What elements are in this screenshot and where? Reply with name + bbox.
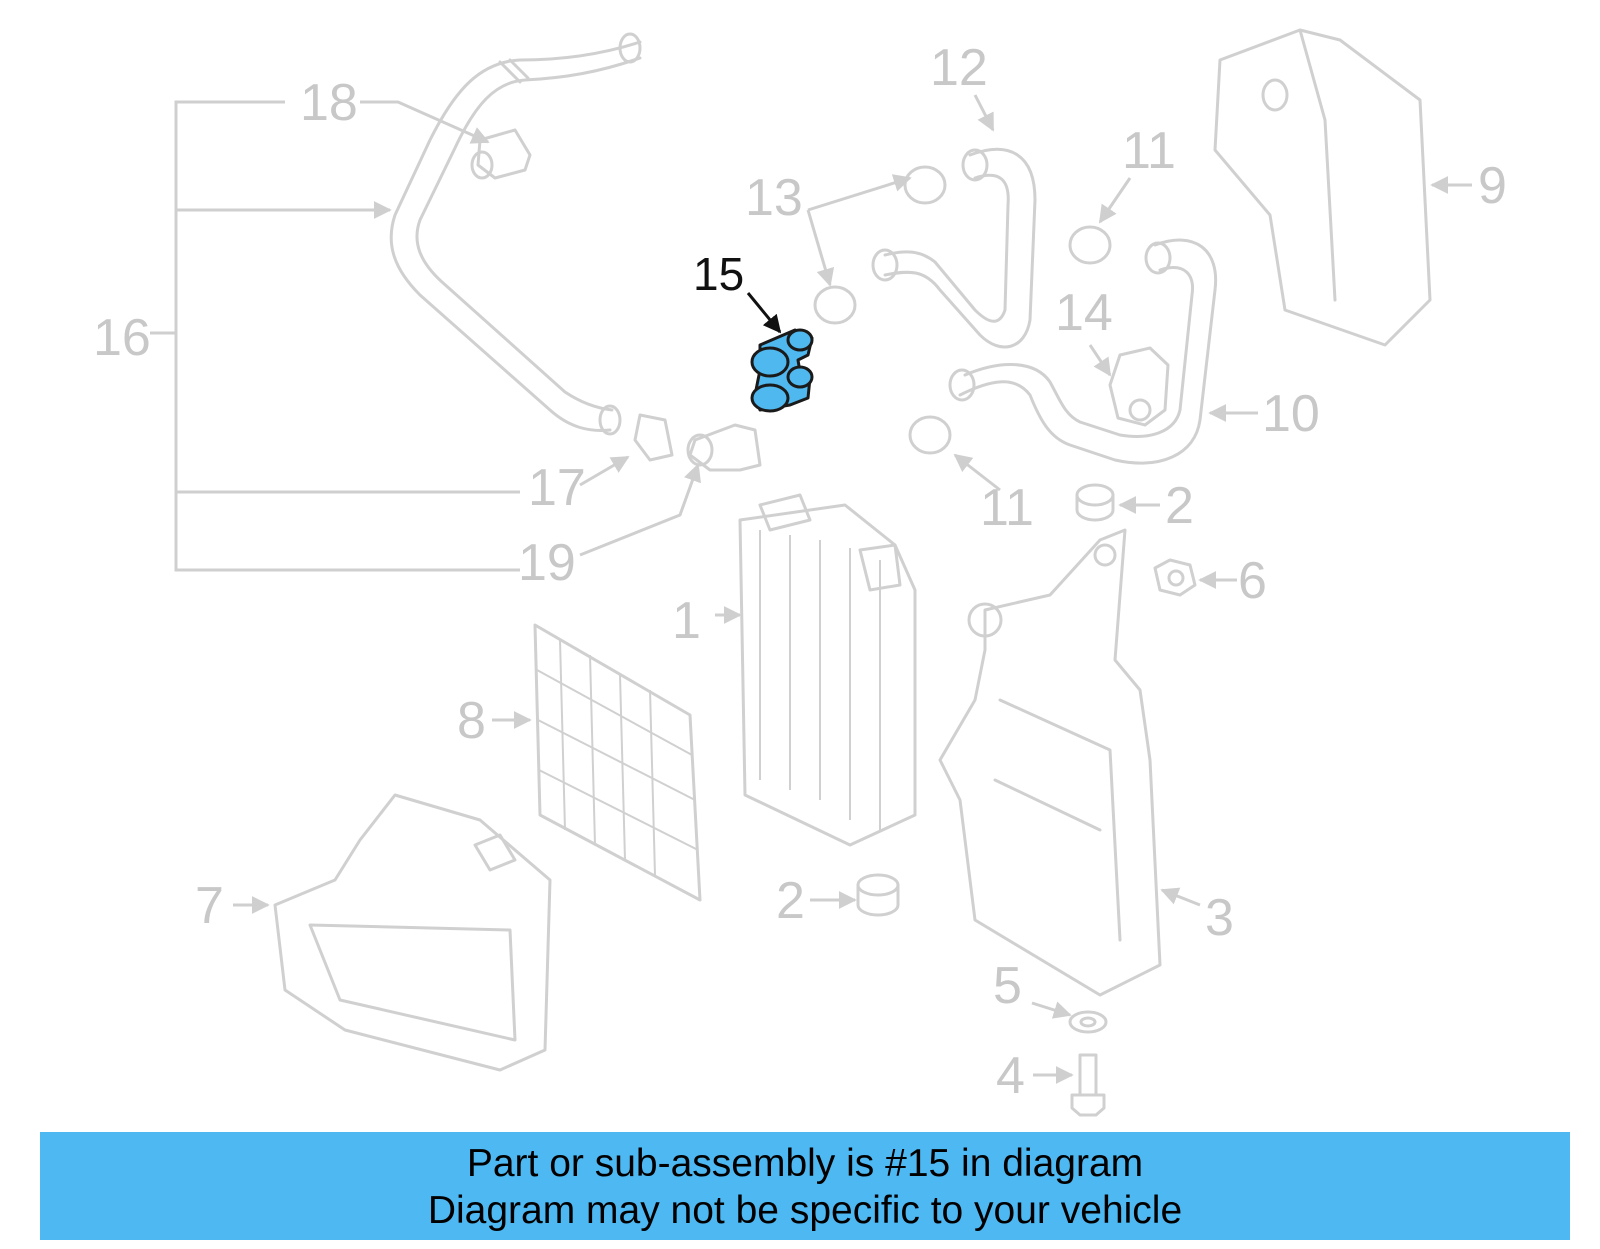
callout-3: 3 — [1205, 889, 1234, 947]
callout-17: 17 — [528, 459, 586, 517]
info-banner: Part or sub-assembly is #15 in diagram D… — [40, 1132, 1570, 1240]
callout-2-upper: 2 — [1165, 477, 1194, 535]
part-4-bolt — [1033, 1053, 1106, 1117]
callout-2-lower: 2 — [776, 872, 805, 930]
part-17-clamp — [579, 413, 674, 487]
banner-line-disclaimer: Diagram may not be specific to your vehi… — [427, 1189, 1183, 1232]
part-1-radiator — [715, 493, 917, 847]
part-3-bracket — [938, 528, 1201, 997]
part-7-duct — [233, 793, 552, 1072]
callout-11-upper: 11 — [1122, 122, 1176, 180]
callout-16-bracket — [150, 100, 520, 572]
part-18-connector — [360, 100, 532, 180]
part-15-coolant-connector — [746, 292, 814, 413]
callout-18: 18 — [300, 74, 358, 132]
part-2-mount-lower — [810, 873, 900, 917]
part-16-hose — [389, 32, 642, 436]
banner-line-part: Part or sub-assembly is #15 in diagram — [466, 1142, 1144, 1185]
callout-1: 1 — [672, 592, 701, 650]
callout-7: 7 — [195, 877, 224, 935]
callout-8: 8 — [457, 692, 486, 750]
part-2-mount-upper — [1075, 483, 1160, 522]
callout-5: 5 — [993, 957, 1022, 1015]
callout-16: 16 — [93, 309, 151, 367]
callout-15: 15 — [693, 248, 744, 300]
callout-12: 12 — [930, 39, 988, 97]
callout-14: 14 — [1055, 284, 1113, 342]
callout-11-lower: 11 — [980, 479, 1034, 537]
part-5-washer — [1031, 1001, 1108, 1034]
part-14-valve — [1088, 344, 1170, 427]
part-11-clamps — [908, 177, 1132, 492]
callout-9: 9 — [1478, 157, 1507, 215]
callout-13: 13 — [745, 169, 803, 227]
callout-10: 10 — [1262, 385, 1320, 443]
part-19-elbow — [579, 423, 762, 557]
part-6-nut — [1153, 558, 1237, 597]
part-10-hose — [948, 238, 1258, 465]
callout-19: 19 — [518, 534, 576, 592]
part-9-shroud — [1213, 28, 1472, 347]
part-13-clamps — [806, 165, 947, 325]
part-8-grille — [492, 623, 702, 902]
part-12-hose — [871, 94, 1037, 349]
callout-4: 4 — [996, 1047, 1025, 1105]
callout-6: 6 — [1238, 552, 1267, 610]
